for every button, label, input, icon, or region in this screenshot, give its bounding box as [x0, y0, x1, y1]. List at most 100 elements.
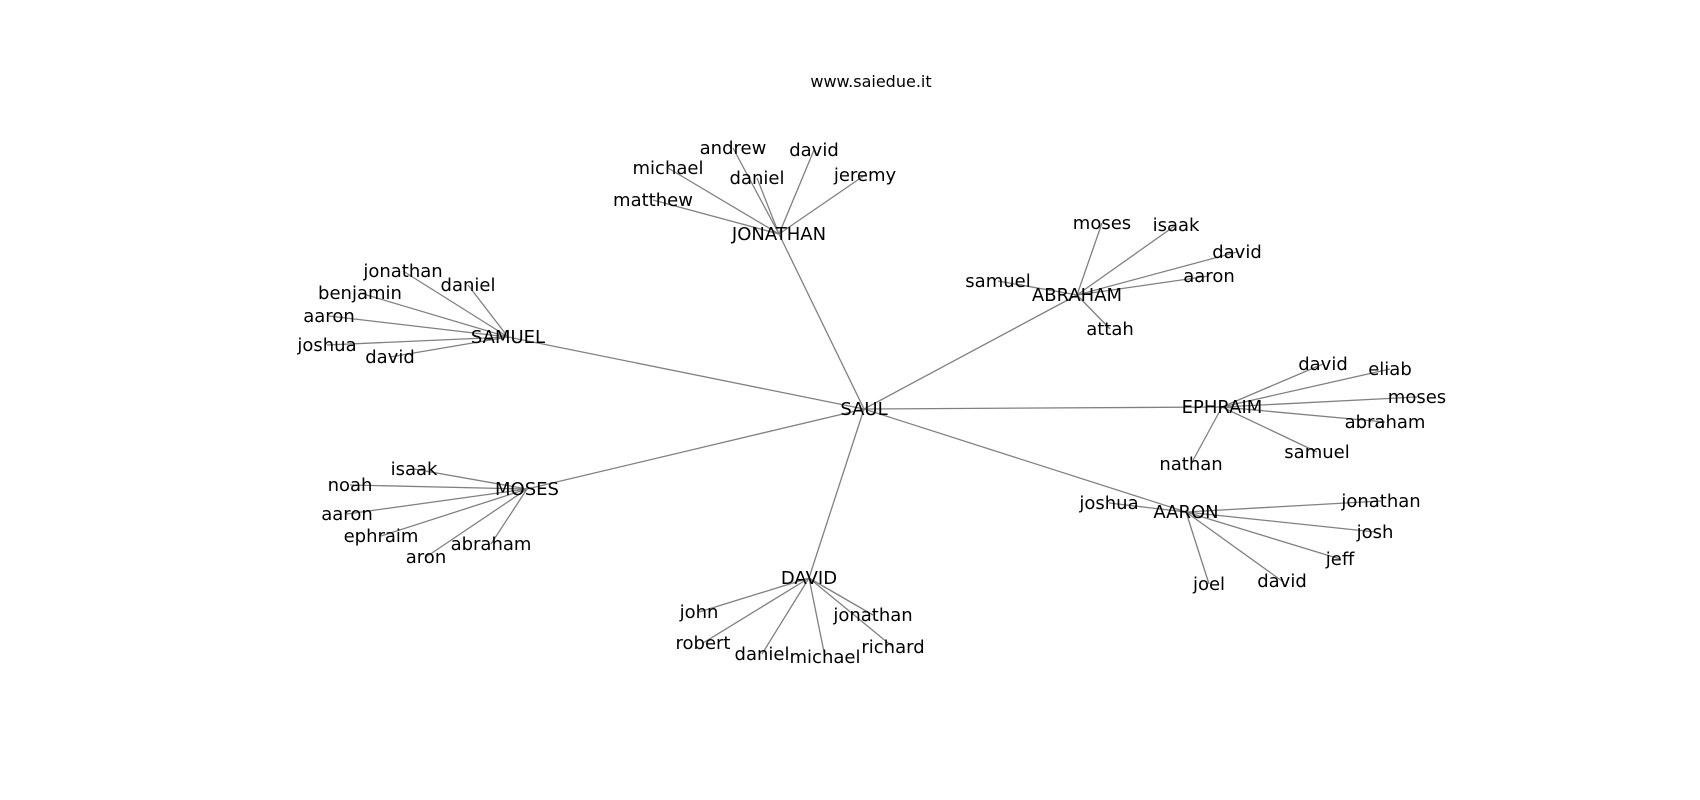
node-leaf-abraham-aaron: aaron — [1183, 266, 1235, 287]
edge-jonathan-david — [778, 149, 815, 235]
edge-samuel-daniel — [467, 284, 509, 338]
edge-david-richard — [808, 577, 894, 648]
edge-moses-abraham — [490, 488, 528, 545]
node-leaf-david-john: john — [679, 602, 719, 623]
edge-david-daniel — [761, 577, 810, 655]
node-leaf-samuel-aaron: aaron — [303, 306, 355, 327]
node-leaf-jonathan-daniel: daniel — [730, 168, 785, 189]
node-hub-abraham: ABRAHAM — [1032, 285, 1122, 306]
node-leaf-moses-abraham: abraham — [451, 534, 532, 555]
edge-abraham-aaron — [1076, 275, 1210, 296]
node-leaf-moses-ephraim: ephraim — [344, 526, 419, 547]
node-hub-moses: MOSES — [495, 479, 559, 500]
edge-aaron-jeff — [1185, 511, 1341, 560]
node-leaf-abraham-isaak: isaak — [1153, 215, 1200, 236]
edge-samuel-jonathan — [402, 270, 509, 338]
node-leaf-samuel-benjamin: benjamin — [318, 283, 402, 304]
node-leaf-jonathan-matthew: matthew — [613, 190, 693, 211]
node-leaf-ephraim-david: david — [1298, 354, 1348, 375]
node-leaf-ephraim-eliab: eliab — [1368, 359, 1412, 380]
node-leaf-aaron-jeff: jeff — [1325, 549, 1355, 570]
edge-ephraim-eliab — [1221, 368, 1391, 408]
edge-jonathan-andrew — [732, 147, 780, 235]
edge-root-jonathan — [778, 233, 865, 410]
edge-root-aaron — [863, 408, 1187, 513]
edge-jonathan-matthew — [652, 199, 780, 235]
edge-samuel-david — [389, 336, 509, 358]
source-label: www.saiedue.it — [810, 72, 931, 91]
edge-root-samuel — [507, 336, 865, 410]
edge-moses-ephraim — [380, 488, 528, 537]
node-root: SAUL — [840, 399, 887, 420]
node-leaf-david-daniel: daniel — [735, 644, 790, 665]
edge-david-robert — [702, 577, 810, 644]
edge-abraham-samuel — [997, 280, 1078, 296]
edge-jonathan-jeremy — [778, 174, 866, 235]
edge-root-moses — [526, 408, 865, 490]
edge-ephraim-abraham — [1221, 406, 1386, 423]
edge-aaron-joshua — [1108, 502, 1187, 513]
node-leaf-david-richard: richard — [861, 637, 924, 658]
node-leaf-abraham-moses: moses — [1073, 213, 1131, 234]
edge-jonathan-michael — [667, 167, 780, 235]
node-leaf-samuel-joshua: joshua — [296, 335, 356, 356]
edge-root-david — [808, 408, 865, 579]
node-leaf-aaron-joshua: joshua — [1078, 493, 1138, 514]
edge-jonathan-daniel — [756, 177, 780, 235]
node-leaf-samuel-daniel: daniel — [441, 275, 496, 296]
node-leaf-jonathan-andrew: andrew — [700, 138, 767, 159]
edge-david-michael — [808, 577, 826, 658]
node-leaf-aaron-david: david — [1257, 571, 1307, 592]
node-hub-david: DAVID — [781, 568, 837, 589]
node-leaf-moses-aron: aron — [406, 547, 446, 568]
node-leaf-aaron-joel: joel — [1192, 574, 1225, 595]
node-leaf-ephraim-samuel: samuel — [1284, 442, 1349, 463]
node-hub-samuel: SAMUEL — [471, 327, 545, 348]
node-leaf-jonathan-michael: michael — [633, 158, 704, 179]
node-leaf-ephraim-moses: moses — [1388, 387, 1446, 408]
node-leaf-moses-isaak: isaak — [391, 459, 438, 480]
node-hub-aaron: AARON — [1153, 502, 1218, 523]
node-leaf-aaron-jonathan: jonathan — [1340, 491, 1420, 512]
edge-abraham-attah — [1076, 294, 1111, 330]
node-leaf-moses-noah: noah — [328, 475, 373, 496]
edge-moses-aaron — [346, 488, 528, 515]
edges-layer — [326, 147, 1418, 658]
node-leaf-samuel-jonathan: jonathan — [362, 261, 442, 282]
node-leaf-abraham-david: david — [1212, 242, 1262, 263]
edge-aaron-joel — [1185, 511, 1210, 585]
node-leaf-ephraim-nathan: nathan — [1159, 454, 1222, 475]
edge-moses-isaak — [413, 468, 528, 490]
node-hub-ephraim: EPHRAIM — [1182, 397, 1263, 418]
edge-abraham-moses — [1076, 222, 1103, 296]
edge-aaron-josh — [1185, 511, 1376, 533]
edge-ephraim-david — [1221, 363, 1324, 408]
edge-aaron-david — [1185, 511, 1283, 582]
node-hub-jonathan: JONATHAN — [731, 224, 826, 245]
edge-ephraim-nathan — [1190, 406, 1223, 465]
node-leaf-abraham-samuel: samuel — [965, 271, 1030, 292]
edge-moses-aron — [425, 488, 528, 558]
edge-david-jonathan — [808, 577, 874, 616]
edge-samuel-joshua — [326, 336, 509, 346]
node-leaf-moses-aaron: aaron — [321, 504, 373, 525]
node-leaf-aaron-josh: josh — [1356, 522, 1394, 543]
edge-abraham-isaak — [1076, 224, 1177, 296]
edge-moses-noah — [349, 484, 528, 490]
edge-root-abraham — [863, 294, 1078, 410]
edge-samuel-aaron — [328, 315, 509, 338]
edge-ephraim-moses — [1221, 396, 1418, 408]
node-leaf-david-robert: robert — [676, 633, 731, 654]
edge-root-ephraim — [863, 406, 1223, 410]
edge-aaron-jonathan — [1185, 500, 1382, 513]
node-leaf-jonathan-jeremy: jeremy — [833, 165, 897, 186]
edge-ephraim-samuel — [1221, 406, 1318, 453]
node-leaf-samuel-david: david — [365, 347, 415, 368]
node-leaf-david-michael: michael — [790, 647, 861, 668]
edge-abraham-david — [1076, 251, 1238, 296]
node-leaf-abraham-attah: attah — [1086, 319, 1134, 340]
node-leaf-david-jonathan: jonathan — [832, 605, 912, 626]
edge-samuel-benjamin — [359, 292, 509, 338]
node-leaf-jonathan-david: david — [789, 140, 839, 161]
